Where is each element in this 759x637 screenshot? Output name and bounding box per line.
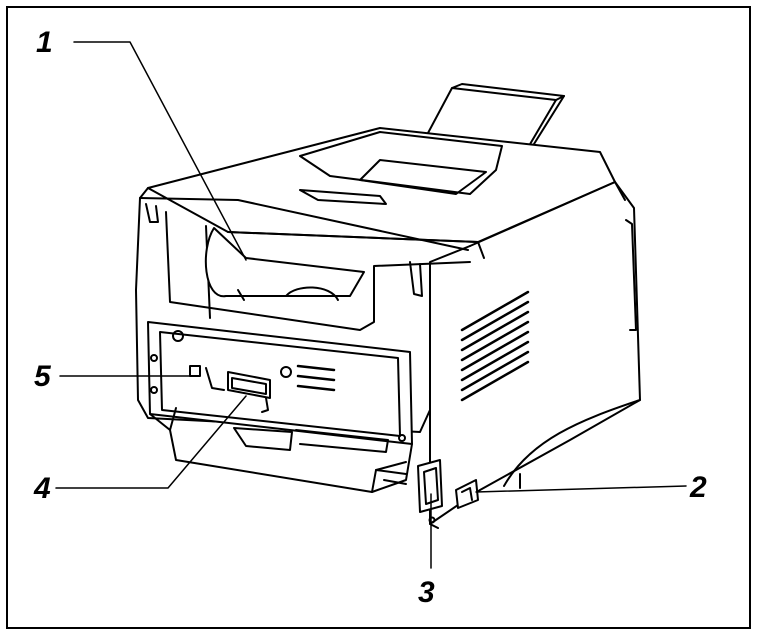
callout-3: 3 — [418, 576, 435, 609]
interface-panel — [147, 321, 413, 445]
callout-5: 5 — [34, 360, 52, 393]
top-cover — [139, 127, 616, 259]
callout-labels: 1 2 3 4 5 — [33, 26, 707, 609]
leader-line-1 — [73, 41, 247, 261]
ac-power-socket — [417, 459, 443, 524]
leader-line-4 — [55, 395, 247, 489]
printer-right-side — [429, 181, 641, 529]
callout-2: 2 — [689, 471, 707, 504]
parallel-connector — [205, 367, 271, 413]
side-vents — [460, 290, 530, 402]
callout-4: 4 — [33, 472, 51, 505]
usb-port — [189, 365, 201, 377]
diagram-frame — [6, 6, 751, 629]
callout-1: 1 — [36, 26, 53, 59]
paper-tray — [149, 407, 413, 493]
leader-lines — [55, 41, 687, 569]
leader-line-2 — [475, 485, 687, 493]
printer-rear-body — [135, 197, 471, 433]
power-switch — [455, 479, 479, 509]
